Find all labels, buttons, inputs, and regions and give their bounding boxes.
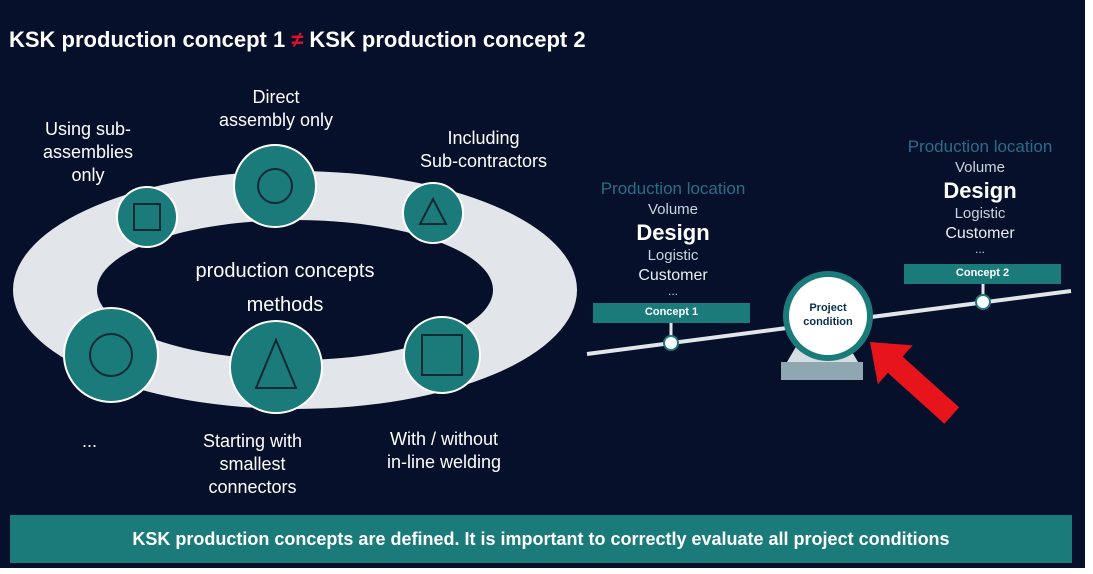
red-arrow xyxy=(870,342,960,424)
ring-center-line2: methods xyxy=(246,294,324,316)
label-sub-contractors-line1: Including xyxy=(447,128,520,148)
factor-stack-left: Production location Volume Design Logist… xyxy=(585,178,761,298)
label-direct-assembly-line1: Direct xyxy=(252,87,300,107)
label-inline-welding-line1: With / without xyxy=(390,429,499,449)
ring-center-text: production concepts methods xyxy=(165,254,405,322)
footer-banner: KSK production concepts are defined. It … xyxy=(10,515,1072,563)
right-design: Design xyxy=(943,178,1017,203)
label-smallest-connectors-line3: connectors xyxy=(208,477,297,497)
label-inline-welding-line2: in-line welding xyxy=(387,452,502,472)
left-volume: Volume xyxy=(647,201,699,218)
fulcrum-base xyxy=(781,362,863,380)
concept1-pan xyxy=(593,303,750,323)
label-sub-contractors: Including Sub-contractors xyxy=(420,127,547,173)
label-smallest-connectors-line1: Starting with xyxy=(203,431,303,451)
concept1-pivot xyxy=(663,335,679,351)
fulcrum-line2: condition xyxy=(803,316,853,328)
right-customer: Customer xyxy=(945,225,1015,242)
ring-inner xyxy=(97,220,493,360)
label-direct-assembly: Direct assembly only xyxy=(219,86,333,132)
page-title: KSK production concept 1≠KSK production … xyxy=(9,27,586,53)
title-right: KSK production concept 2 xyxy=(309,27,586,52)
concept1-label: Concept 1 xyxy=(644,306,699,318)
sub-assemblies-circle xyxy=(116,186,178,248)
concept2-label: Concept 2 xyxy=(955,267,1010,279)
label-ellipsis: ... xyxy=(82,431,98,451)
fulcrum-text: Project condition xyxy=(788,301,868,329)
label-inline-welding: With / without in-line welding xyxy=(387,428,501,474)
label-direct-assembly-line2: assembly only xyxy=(219,110,334,130)
inline-welding-circle xyxy=(403,316,481,394)
label-sub-assemblies-line3: only xyxy=(71,165,105,185)
right-dots: ... xyxy=(974,242,985,256)
label-smallest-connectors-line2: smallest xyxy=(219,454,286,474)
right-production-location: Production location xyxy=(907,137,1053,156)
ellipsis-circle xyxy=(63,307,159,403)
label-sub-contractors-line2: Sub-contractors xyxy=(420,151,548,171)
label-sub-assemblies: Using sub- assemblies only xyxy=(43,118,133,187)
left-dots: ... xyxy=(667,284,678,298)
concept2-pivot xyxy=(975,294,991,310)
label-sub-assemblies-line1: Using sub- xyxy=(45,119,132,139)
label-sub-assemblies-line2: assemblies xyxy=(43,142,134,162)
not-equal-symbol: ≠ xyxy=(291,27,304,52)
label-smallest-connectors: Starting with smallest connectors xyxy=(203,430,302,499)
right-volume: Volume xyxy=(954,159,1006,176)
ring-center-line1: production concepts xyxy=(195,260,375,282)
right-logistic: Logistic xyxy=(954,205,1006,222)
title-left: KSK production concept 1 xyxy=(9,27,286,52)
left-production-location: Production location xyxy=(600,179,746,198)
left-logistic: Logistic xyxy=(647,247,699,264)
direct-assembly-circle xyxy=(233,144,317,228)
factor-stack-right: Production location Volume Design Logist… xyxy=(890,136,1070,256)
left-customer: Customer xyxy=(638,267,708,284)
concept2-pan xyxy=(904,264,1061,284)
fulcrum-line1: Project xyxy=(809,302,847,314)
smallest-connectors-circle xyxy=(229,320,323,414)
left-design: Design xyxy=(636,220,710,245)
sub-contractors-circle xyxy=(402,182,464,244)
